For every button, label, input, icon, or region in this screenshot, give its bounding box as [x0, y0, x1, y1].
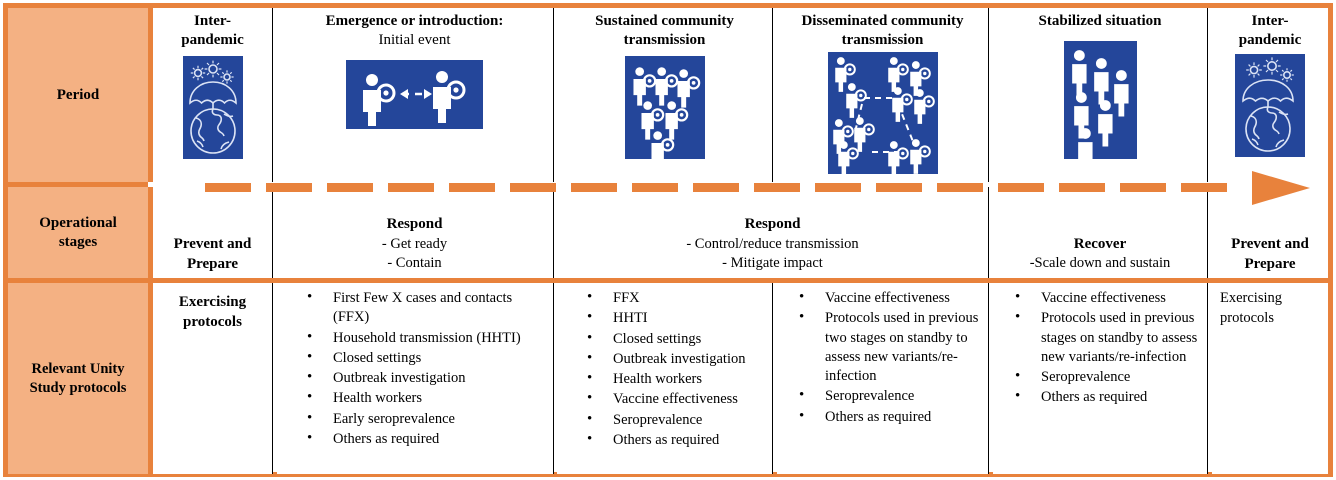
scattered-healthy-people-icon: [1063, 41, 1137, 160]
column-divider: [553, 8, 554, 182]
operational-stage-title: Respond: [386, 216, 443, 233]
protocols-text: Exercising protocols: [1220, 290, 1283, 326]
list-item: FFX: [587, 288, 766, 308]
protocols-list: First Few X cases and contacts (FFX) Hou…: [281, 288, 549, 449]
operational-stage-respond-1: Respond - Get ready - Contain: [277, 187, 552, 278]
two-people-transmission-arrow-icon: [346, 60, 483, 130]
protocols-cell-4: Vaccine effectiveness Protocols used in …: [777, 283, 988, 474]
period-title: Emergence or introduction: Initial event: [325, 13, 504, 49]
protocols-cell-2: First Few X cases and contacts (FFX) Hou…: [277, 283, 553, 474]
period-title: Inter- pandemic: [1238, 13, 1302, 49]
protocols-cell-6: Exercising protocols: [1212, 283, 1328, 474]
period-title: Inter- pandemic: [181, 13, 244, 49]
period-column-disseminated: Disseminated community transmission: [777, 8, 988, 182]
period-title: Stabilized situation: [1038, 13, 1162, 29]
network-of-infected-people-icon: [827, 52, 938, 175]
list-item: Early seroprevalence: [307, 409, 547, 429]
list-item: Vaccine effectiveness: [799, 288, 982, 308]
operational-stage-detail: - Mitigate impact: [722, 255, 823, 272]
column-divider: [772, 283, 773, 474]
list-item: Household transmission (HHTI): [307, 328, 547, 348]
row-divider-2: [8, 278, 1328, 283]
operational-stage-title: Recover: [1073, 235, 1127, 252]
operational-stage-prevent-prepare-1: Prevent and Prepare: [153, 187, 272, 278]
column-divider: [1207, 8, 1208, 182]
protocols-text: Exercising protocols: [178, 294, 247, 330]
column-divider: [1207, 187, 1208, 278]
list-item: Closed settings: [587, 329, 766, 349]
period-column-inter-pandemic-2: Inter- pandemic: [1212, 8, 1328, 182]
list-item: Health workers: [307, 388, 547, 408]
operational-stage-prevent-prepare-2: Prevent and Prepare: [1212, 187, 1328, 278]
period-column-inter-pandemic-1: Inter- pandemic: [153, 8, 272, 182]
period-column-sustained: Sustained community transmission: [557, 8, 772, 182]
list-item: Seroprevalence: [799, 386, 982, 406]
list-item: HHTI: [587, 308, 766, 328]
row-header-divider: [148, 283, 153, 474]
row-header-operational-stages: Operational stages: [8, 187, 148, 278]
row-divider-1-header: [8, 182, 148, 187]
operational-stage-detail: -Scale down and sustain: [1029, 255, 1171, 272]
umbrella-over-globe-with-virus-icon: [1235, 54, 1305, 158]
list-item: Outbreak investigation: [587, 349, 766, 369]
protocols-cell-3: FFX HHTI Closed settings Outbreak invest…: [557, 283, 772, 474]
column-divider: [988, 283, 989, 474]
column-divider: [272, 283, 273, 474]
list-item: Seroprevalence: [1015, 367, 1201, 387]
column-divider: [772, 8, 773, 182]
protocols-cell-1: Exercising protocols: [153, 283, 272, 474]
operational-stage-detail: - Get ready: [381, 235, 448, 252]
operational-stage-title: Prevent and Prepare: [173, 236, 252, 272]
column-divider: [272, 8, 273, 182]
row-header-protocols: Relevant Unity Study protocols: [8, 283, 148, 474]
column-divider: [1207, 283, 1208, 474]
list-item: Outbreak investigation: [307, 368, 547, 388]
list-item: Seroprevalence: [587, 410, 766, 430]
protocols-list: FFX HHTI Closed settings Outbreak invest…: [561, 288, 768, 450]
list-item: Others as required: [307, 429, 547, 449]
protocols-list: Vaccine effectiveness Protocols used in …: [997, 288, 1203, 408]
column-divider: [988, 187, 989, 278]
list-item: Vaccine effectiveness: [1015, 288, 1201, 308]
period-title: Disseminated community transmission: [801, 13, 964, 49]
row-header-period: Period: [8, 8, 148, 182]
list-item: Closed settings: [307, 348, 547, 368]
protocols-cell-5: Vaccine effectiveness Protocols used in …: [993, 283, 1207, 474]
operational-stage-recover: Recover -Scale down and sustain: [993, 187, 1207, 278]
period-column-stabilized: Stabilized situation: [993, 8, 1207, 182]
column-divider: [553, 283, 554, 474]
operational-stage-title: Respond: [744, 216, 801, 233]
period-column-emergence: Emergence or introduction: Initial event: [277, 8, 552, 182]
row-header-period-label: Period: [56, 86, 100, 103]
list-item: Others as required: [799, 407, 982, 427]
timeline-arrowhead: [1252, 171, 1310, 205]
row-header-protocols-label: Relevant Unity Study protocols: [29, 361, 127, 396]
operational-stage-detail: - Contain: [387, 255, 442, 272]
list-item: Protocols used in previous two stages on…: [799, 308, 982, 386]
column-divider: [553, 187, 554, 278]
operational-stage-respond-2: Respond - Control/reduce transmission - …: [557, 187, 988, 278]
row-header-divider: [148, 8, 153, 182]
list-item: Protocols used in previous stages on sta…: [1015, 308, 1201, 367]
list-item: Vaccine effectiveness: [587, 389, 766, 409]
column-divider: [988, 8, 989, 182]
list-item: First Few X cases and contacts (FFX): [307, 288, 547, 328]
row-header-divider: [148, 187, 153, 278]
six-infected-people-icon: [624, 56, 705, 160]
list-item: Others as required: [587, 430, 766, 450]
period-title: Sustained community transmission: [595, 13, 734, 49]
list-item: Others as required: [1015, 387, 1201, 407]
protocols-list: Vaccine effectiveness Protocols used in …: [781, 288, 984, 427]
umbrella-over-globe-with-virus-icon: [182, 56, 243, 160]
column-divider: [272, 187, 273, 278]
list-item: Health workers: [587, 369, 766, 389]
operational-stage-detail: - Control/reduce transmission: [686, 235, 859, 252]
operational-stage-title: Prevent and Prepare: [1231, 236, 1309, 272]
row-header-operational-stages-label: Operational stages: [39, 214, 117, 250]
